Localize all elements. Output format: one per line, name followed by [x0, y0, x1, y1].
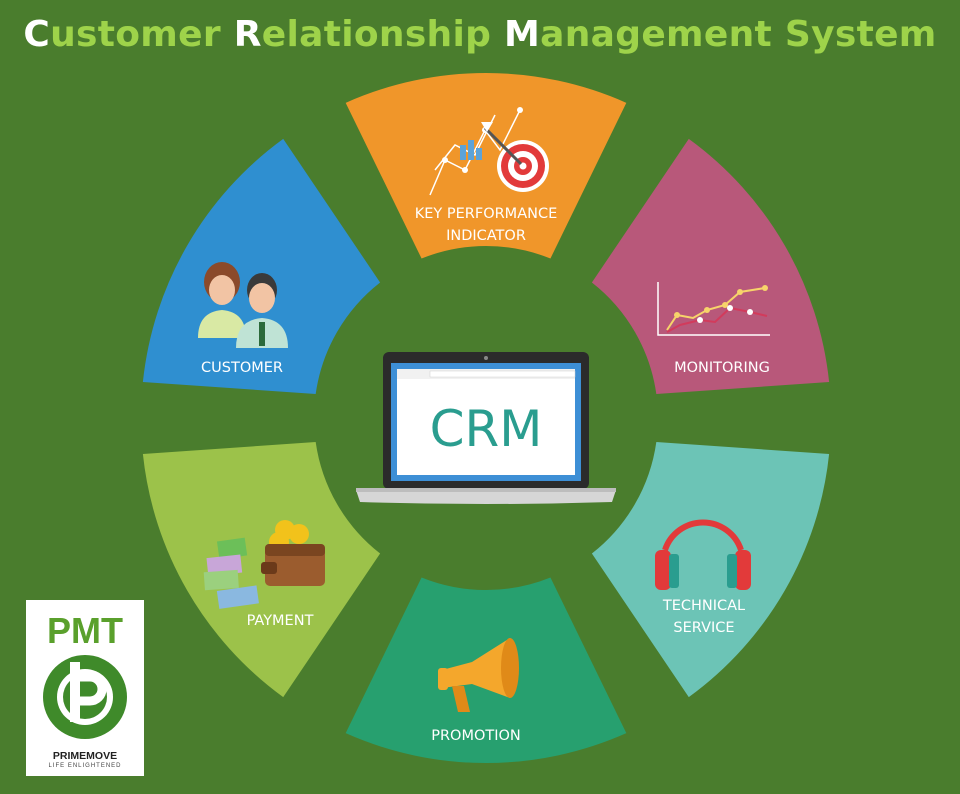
- segment-label-kpi: KEY PERFORMANCE: [415, 206, 558, 222]
- power-logo-icon: [43, 655, 127, 739]
- page-title: Customer Relationship Management System: [23, 14, 937, 55]
- wallet-money-icon: [203, 520, 325, 609]
- laptop: [356, 352, 616, 504]
- megaphone-icon: [438, 638, 519, 712]
- line-chart-icon: [657, 282, 770, 336]
- target-chart-icon: [429, 107, 549, 196]
- segment-technical: [591, 441, 830, 698]
- segment-label-technical: TECHNICAL: [662, 598, 745, 614]
- people-icon: [198, 262, 288, 348]
- segment-label-customer: CUSTOMER: [201, 360, 283, 376]
- segment-label2-kpi: INDICATOR: [446, 228, 526, 244]
- segment-kpi: [345, 73, 627, 259]
- segment-customer: [142, 138, 381, 395]
- crm-label: CRM: [430, 400, 543, 458]
- segment-label-promotion: PROMOTION: [431, 728, 521, 744]
- logo-brand: PRIMEMOVE: [52, 750, 118, 762]
- segment-label-payment: PAYMENT: [247, 613, 314, 629]
- logo-text: PMT: [47, 610, 123, 651]
- segment-monitoring: [591, 138, 830, 395]
- segment-label2-technical: SERVICE: [673, 620, 734, 636]
- logo-tagline: LIFE ENLIGHTENED: [48, 763, 122, 769]
- segment-label-monitoring: MONITORING: [674, 360, 770, 376]
- headphones-icon: [655, 519, 751, 590]
- pmt-logo: PMT PRIMEMOVE LIFE ENLIGHTENED: [26, 600, 144, 776]
